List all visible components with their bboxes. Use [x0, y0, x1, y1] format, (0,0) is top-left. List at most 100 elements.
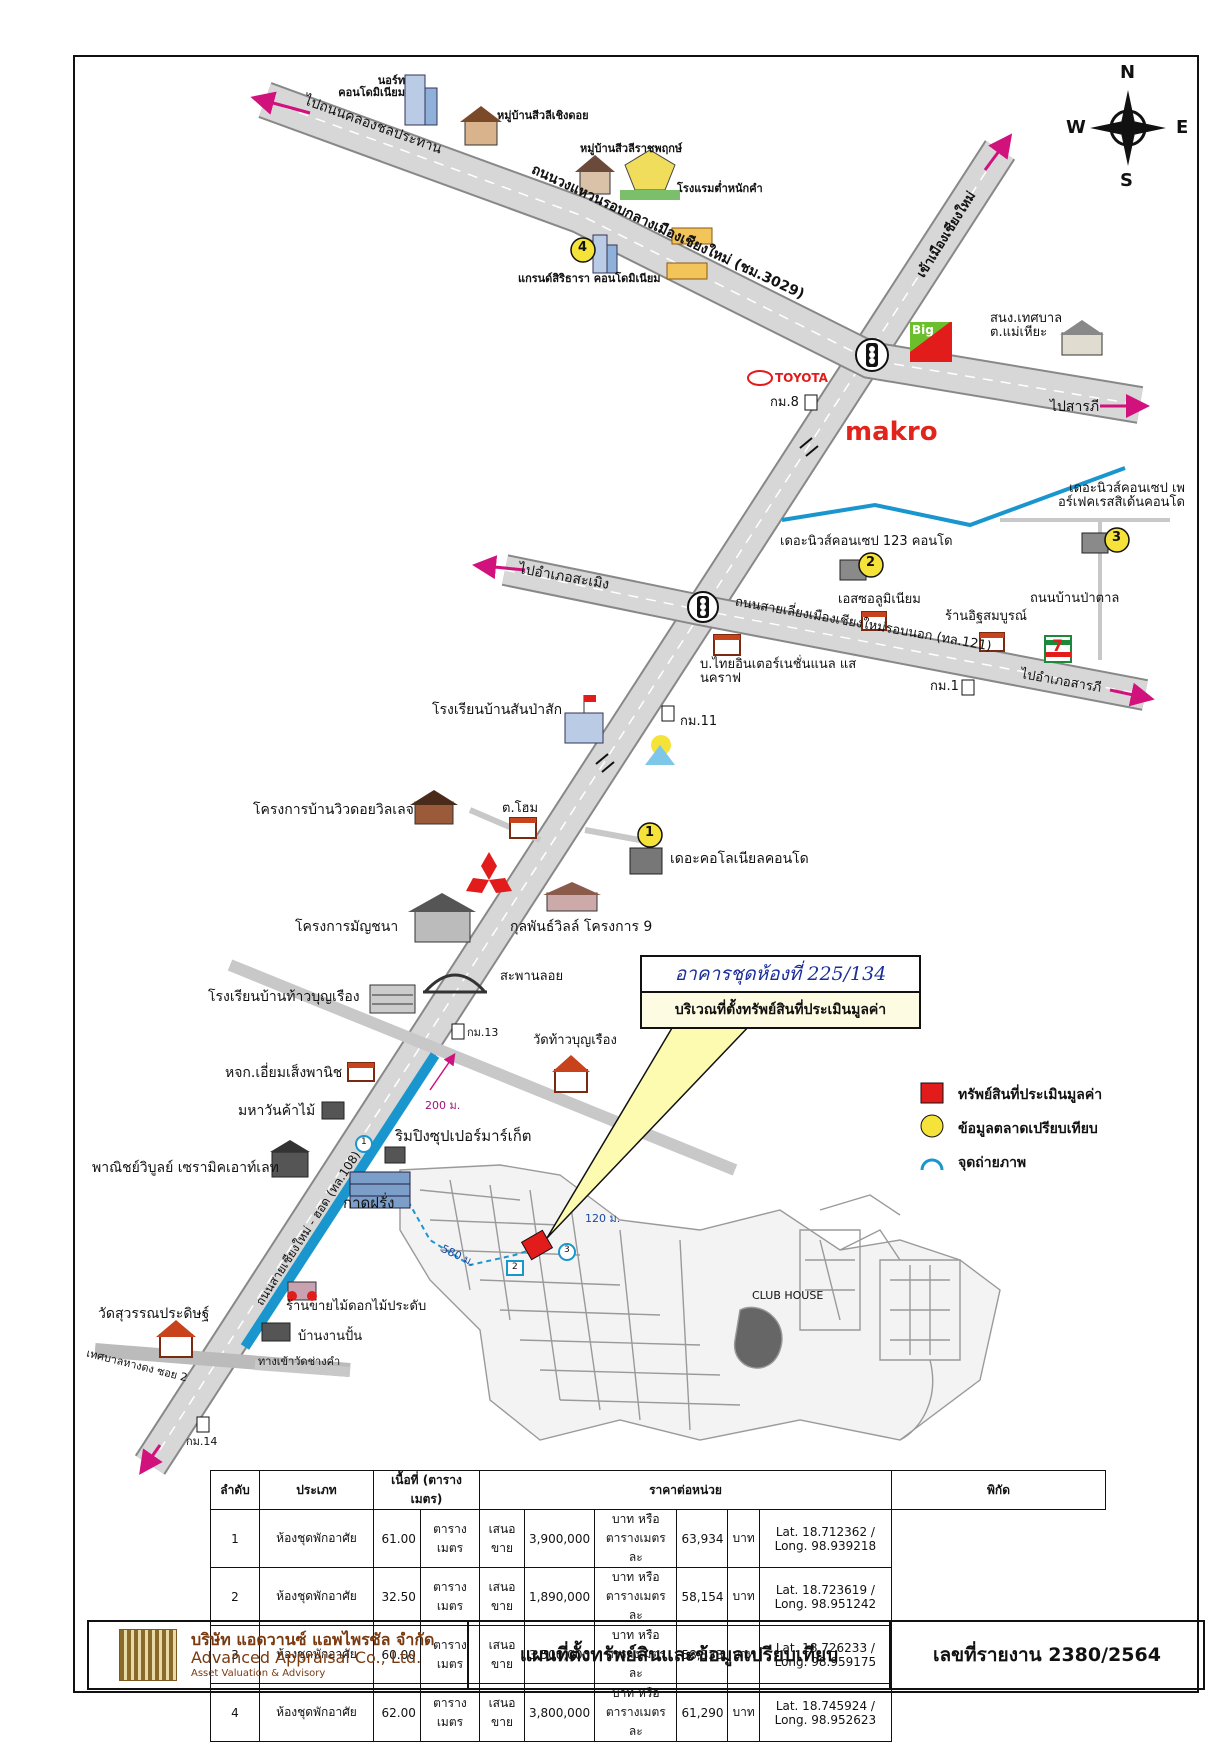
mitsubishi-logo-icon	[466, 852, 512, 893]
shop-icon	[979, 632, 1005, 652]
arrow-south	[139, 1444, 163, 1475]
overpass-icon	[423, 973, 487, 994]
place-overpass: สะพานลอย	[500, 969, 564, 984]
legend-subject-label: ทรัพย์สินที่ประเมินมูลค่า	[958, 1087, 1103, 1103]
table-cell-area: 32.50	[373, 1567, 421, 1626]
place-sc-condo: เอสซอลูมิเนียม	[838, 592, 921, 607]
table-cell-offer: เสนอขาย	[478, 1625, 526, 1684]
company-name-th: บริษัท แอดวานซ์ แอพไพรซัล จำกัด	[191, 1629, 435, 1649]
comparable-marker-3	[1104, 527, 1130, 553]
condo-tower-icon	[404, 74, 438, 126]
table-cell-type: ห้องชุดพักอาศัย	[259, 1509, 374, 1568]
place-north-condo: นอร์ท คอนโดมิเนียม	[338, 74, 405, 100]
village-plan	[399, 1164, 1001, 1441]
photo-point-3-label: 3	[564, 1245, 570, 1255]
place-seven-eleven: 7	[1052, 636, 1064, 655]
supermarket-icon	[384, 1146, 406, 1164]
legend-photo-icon	[920, 1158, 944, 1171]
place-new-concept-123: เดอะนิวส์คอนเซป 123 คอนโด	[780, 534, 953, 549]
company-block: บริษัท แอดวานซ์ แอพไพรซัล จำกัด Advanced…	[89, 1622, 469, 1688]
traffic-light-icon	[855, 338, 889, 372]
table-cell-area: 61.00	[373, 1509, 421, 1568]
table-cell-area-unit: ตารางเมตร	[419, 1567, 481, 1626]
legend-subject-icon	[920, 1082, 944, 1104]
comparable-data-table: ลำดับ ประเภท เนื้อที่ (ตารางเมตร) ราคาต่…	[210, 1470, 1106, 1742]
place-rimping: ริมปิงซุปเปอร์มาร์เก็ต	[395, 1127, 532, 1145]
place-kulpan-villa: กุลพันธ์วิลล์ โครงการ 9	[510, 919, 653, 935]
shop-icon	[509, 817, 537, 839]
table-cell-price: 3,900,000	[524, 1509, 596, 1568]
compass-west: W	[1066, 117, 1086, 138]
table-cell-type: ห้องชุดพักอาศัย	[259, 1567, 374, 1626]
table-cell-price: 1,890,000	[524, 1567, 596, 1626]
callout-handwritten: อาคารชุดห้องที่ 225/134	[642, 957, 919, 993]
seven-eleven-logo-icon	[1044, 635, 1072, 663]
place-club-house: CLUB HOUSE	[752, 1289, 824, 1302]
place-colonial-condo: เดอะคอโลเนียลคอนโด	[670, 851, 809, 867]
map-legend: ทรัพย์สินที่ประเมินมูลค่า ข้อมูลตลาดเปรี…	[918, 1078, 1102, 1180]
subject-callout: อาคารชุดห้องที่ 225/134 บริเวณที่ตั้งทรั…	[640, 955, 921, 1029]
table-cell-coords: Lat. 18.712362 / Long. 98.939218	[758, 1509, 893, 1568]
table-cell-per: บาท หรือ ตารางเมตร ละ	[594, 1567, 678, 1626]
photo-point-2	[506, 1260, 524, 1276]
place-km1: กม.1	[930, 679, 959, 694]
shop-icon	[347, 1062, 375, 1082]
place-moo-ban-doi: หมู่บ้านสีวลีเชิงดอย	[497, 109, 589, 122]
market-icon	[349, 1171, 411, 1209]
place-school-sanpasak: โรงเรียนบ้านสันป่าสัก	[432, 702, 563, 718]
table-cell-no: 2	[210, 1567, 260, 1626]
direction-arrows	[139, 91, 1155, 1475]
school-icon	[564, 695, 604, 744]
legend-comparable-label: ข้อมูลตลาดเปรียบเทียบ	[958, 1121, 1098, 1137]
company-tagline: Asset Valuation & Advisory	[191, 1667, 326, 1679]
comparable-marker-1-label: 1	[645, 825, 655, 840]
table-header-row: ลำดับ ประเภท เนื้อที่ (ตารางเมตร) ราคาต่…	[210, 1470, 1106, 1510]
place-phanich-ceramic: พาณิชย์วิบูลย์ เซรามิคเอาท์เลท	[92, 1160, 279, 1176]
place-school-thawang: โรงเรียนบ้านท้าวบุญเรือง	[208, 989, 360, 1005]
table-cell-area-unit: ตารางเมตร	[419, 1625, 481, 1684]
place-wat-thao: วัดท้าวบุญเรือง	[533, 1033, 617, 1048]
road-label-ban-pa-tan: ถนนบ้านป่าตาล	[1030, 591, 1120, 606]
comparable-marker-4-label: 4	[578, 240, 588, 255]
building-icon	[629, 847, 663, 875]
place-hotel: โรงแรมต่ำหนักคำ	[677, 182, 763, 195]
place-toyota: TOYOTA	[775, 371, 828, 385]
place-new-concept-perfect: เดอะนิวส์คอนเซป เพอร์เฟคเรสสิเด้นคอนโด	[1057, 481, 1185, 511]
table-cell-price: 3,500,000	[524, 1625, 596, 1684]
table-cell-offer: เสนอขาย	[478, 1509, 526, 1568]
table-cell-no: 1	[210, 1509, 260, 1568]
comparable-marker-2-label: 2	[866, 555, 876, 570]
header-coords: พิกัด	[891, 1470, 1106, 1510]
km-post-icon	[661, 705, 675, 722]
header-area: เนื้อที่ (ตารางเมตร)	[373, 1470, 480, 1510]
house-icon	[408, 893, 476, 943]
canal	[781, 466, 1126, 528]
place-km13: กม.13	[467, 1026, 499, 1039]
municipality-icon	[1060, 320, 1104, 356]
footer: บริษัท แอดวานซ์ แอพไพรซัล จำกัด Advanced…	[87, 1620, 1205, 1690]
table-cell-price: 3,800,000	[524, 1683, 596, 1742]
place-kad-farang: กาดฝรั่ง	[343, 1194, 395, 1212]
temple-flag-icon	[645, 735, 675, 765]
house-icon	[460, 106, 502, 146]
table-cell-area-unit: ตารางเมตร	[419, 1509, 481, 1568]
place-km11: กม.11	[680, 714, 718, 729]
house-icon	[575, 155, 615, 195]
distance-200-label: 200 ม.	[425, 1099, 461, 1112]
place-shop-itthisomboon: ร้านอิฐสมบูรณ์	[945, 609, 1027, 624]
toyota-logo-icon	[747, 370, 773, 386]
photo-point-1	[355, 1135, 373, 1153]
place-thai-inter: บ.ไทยอินเตอร์เนชั่นแนล แสนคราฟ	[700, 657, 857, 687]
place-grand-condo: แกรนด์สิริธารา คอนโดมิเนียม	[518, 272, 661, 285]
table-cell-unit-price: 63,934	[676, 1509, 729, 1568]
table-cell-offer: เสนอขาย	[478, 1683, 526, 1742]
photo-point-1-label: 1	[361, 1137, 367, 1147]
compass-east: E	[1176, 117, 1189, 138]
distance-120-label: 120 ม.	[585, 1212, 621, 1225]
table-cell-per: บาท หรือ ตารางเมตร ละ	[594, 1509, 678, 1568]
company-logo-icon	[119, 1629, 177, 1681]
table-cell-type: ห้องชุดพักอาศัย	[259, 1625, 374, 1684]
